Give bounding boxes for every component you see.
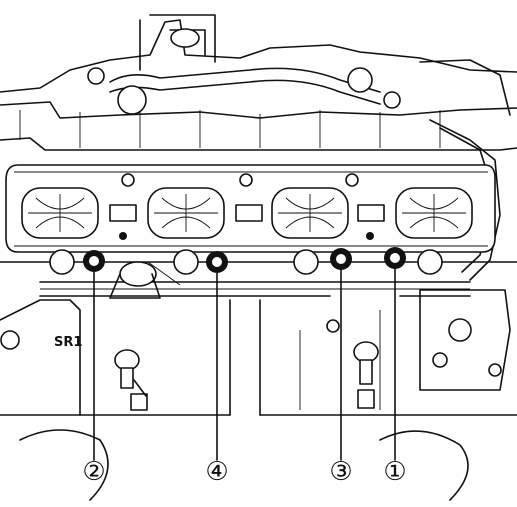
bolt-2 [83,250,105,272]
callout-3: ③ [329,457,352,487]
sensor-connector [109,261,181,299]
lower-rail [0,249,517,391]
fuel-injector-left [114,349,148,411]
flange-slot [109,204,137,222]
intake-ports [21,173,473,240]
callout-3-label: ③ [329,457,352,487]
intake-port-1 [21,187,99,239]
cylinder-head-outline [0,14,517,281]
dowel-pin [119,232,127,240]
flange-slot [235,204,263,222]
flange-slot [357,204,385,222]
part-label-sr1: SR1 [54,335,82,350]
intake-port-4 [395,187,473,239]
fuel-injector-right [353,341,379,409]
dowel-pin [366,232,374,240]
leader-lines [93,268,396,461]
bolt-3 [330,248,352,270]
intake-port-2 [147,187,225,239]
callout-4: ④ [205,457,228,487]
lower-engine-block [0,299,517,501]
intake-port-3 [271,187,349,239]
callout-2-label: ② [82,457,105,487]
bolt-4 [206,251,228,273]
bolt-1 [384,247,406,269]
callout-4-label: ④ [205,457,228,487]
callout-1: ① [383,457,406,487]
callout-2: ② [82,457,105,487]
callout-1-label: ① [383,457,406,487]
